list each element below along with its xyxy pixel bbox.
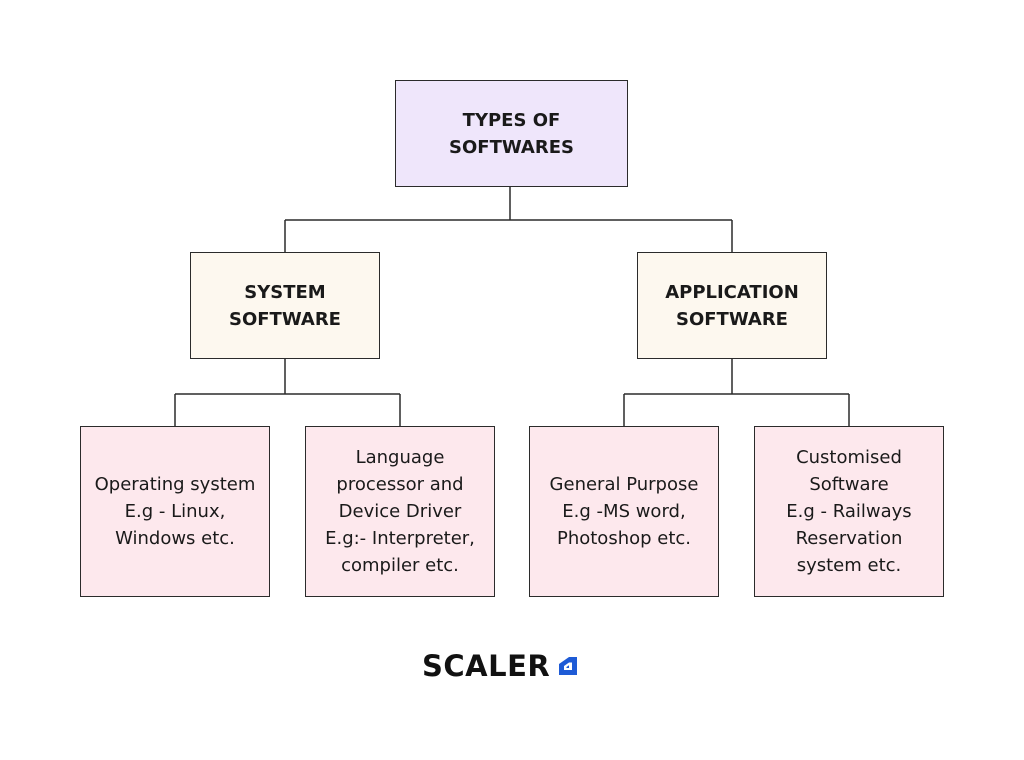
leaf-language-processor: Language processor and Device Driver E.g… <box>305 426 495 597</box>
root-node-types-of-softwares: TYPES OF SOFTWARES <box>395 80 628 187</box>
leaf-general-purpose: General Purpose E.g -MS word, Photoshop … <box>529 426 719 597</box>
node-system-software: SYSTEM SOFTWARE <box>190 252 380 359</box>
logo-text: SCALER <box>422 649 551 683</box>
scaler-logo-icon <box>559 657 578 675</box>
leaf-operating-system: Operating system E.g - Linux, Windows et… <box>80 426 270 597</box>
scaler-logo: SCALER <box>422 648 580 684</box>
leaf-customised-software: Customised Software E.g - Railways Reser… <box>754 426 944 597</box>
node-application-software: APPLICATION SOFTWARE <box>637 252 827 359</box>
